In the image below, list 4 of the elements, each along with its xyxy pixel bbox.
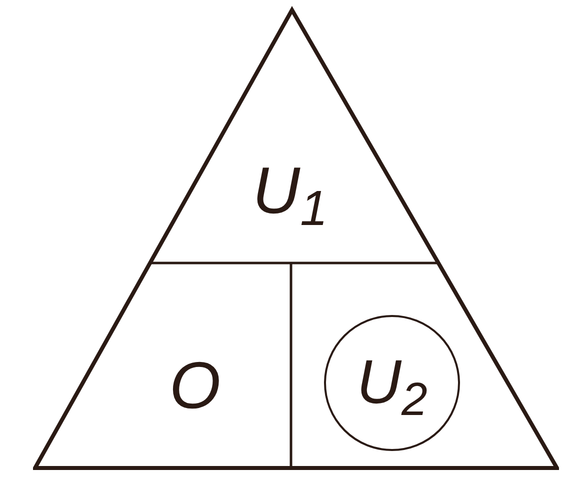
region-label: O (169, 352, 221, 418)
circled-label: U$_{2}$ (324, 315, 460, 451)
region-label: U$_{1}$ (252, 157, 328, 223)
triangle-shape (33, 6, 559, 471)
